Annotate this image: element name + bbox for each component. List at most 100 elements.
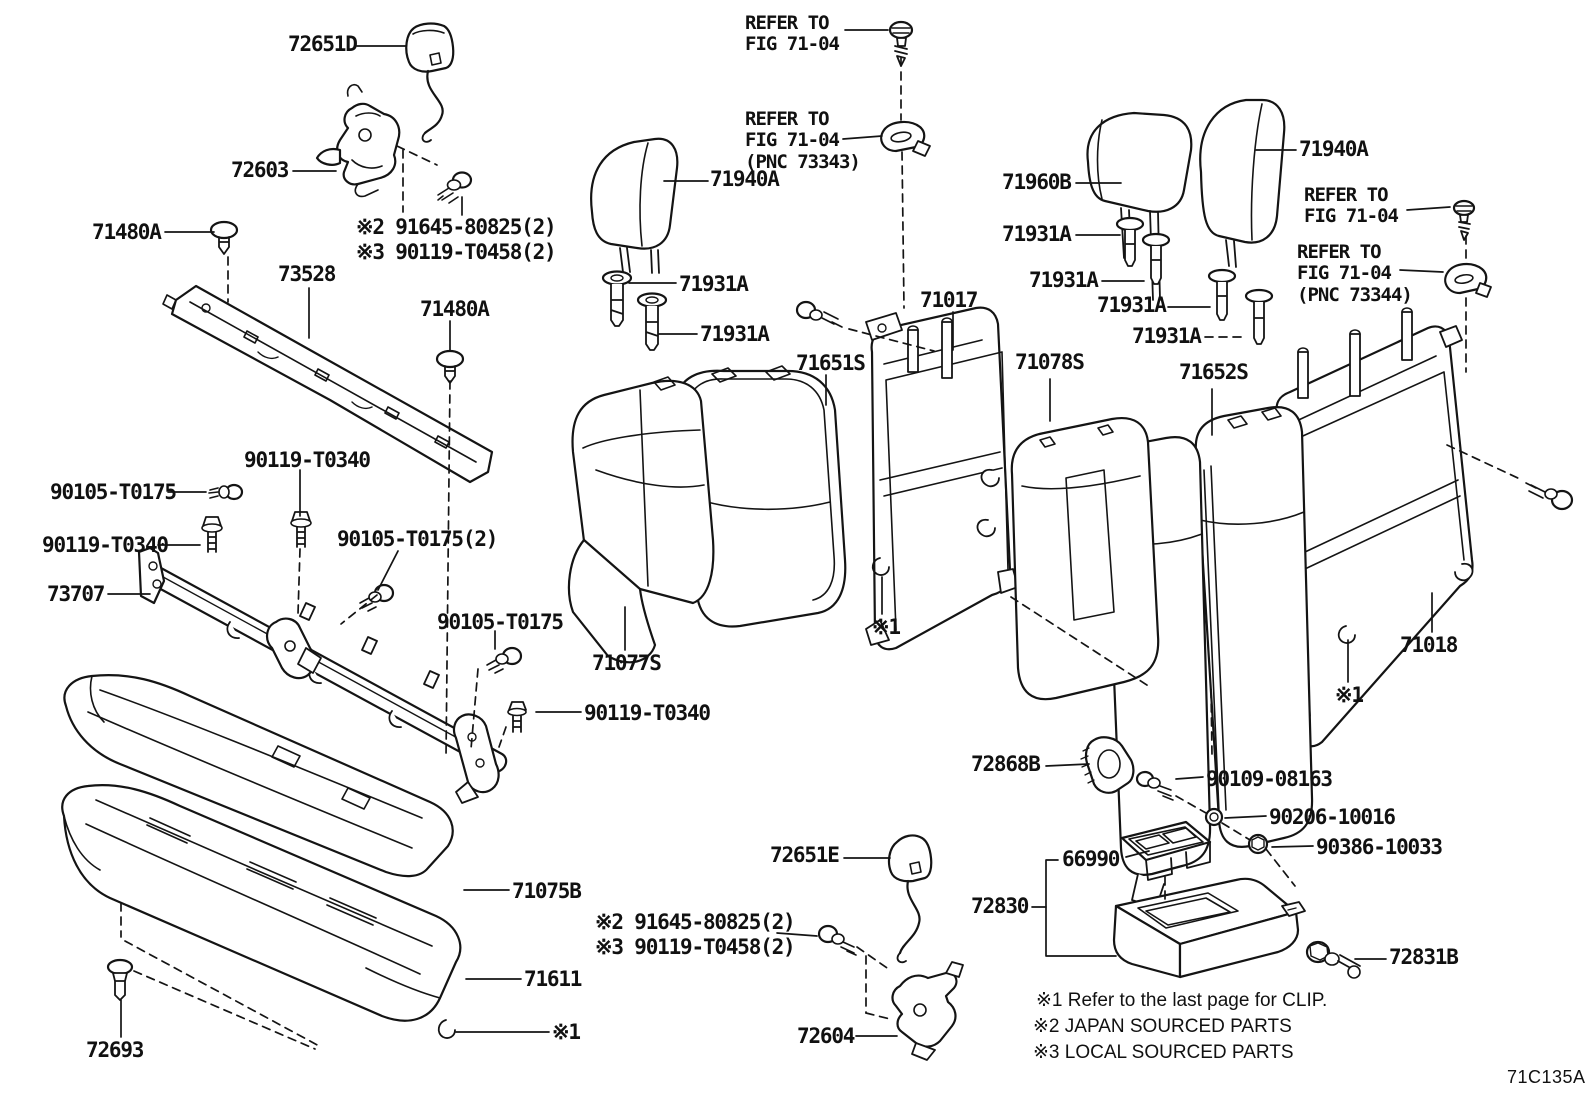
label-71651S: 71651S (796, 351, 866, 375)
label-90119-T0340-3: 90119-T0340 (584, 701, 711, 725)
bolt-note-bottom-drawing (817, 924, 857, 956)
nut-90206-10016-drawing (1204, 807, 1224, 827)
label-72868B: 72868B (971, 752, 1041, 776)
label-71931A-r3: 71931A (1097, 293, 1167, 317)
clip-71480a-left-drawing (209, 220, 239, 255)
legend-3: ※3 LOCAL SOURCED PARTS (1033, 1042, 1294, 1063)
bolt-90119-t0340-2-drawing (201, 516, 223, 553)
sym-1-bl: ※1 (552, 1020, 581, 1044)
part-71077s-seatback-drawing (567, 365, 847, 664)
part-71078s-seatback-drawing (1010, 417, 1160, 701)
leader-line (1175, 776, 1204, 780)
label-71480A-1: 71480A (92, 220, 162, 244)
hook-clip-symbol-c-drawing (871, 557, 890, 576)
dashed-line (1175, 795, 1207, 814)
dashed-line (856, 946, 891, 971)
label-90105-T0175-3: 90105-T0175 (437, 610, 564, 634)
note-top-3: ※3 90119-T0458(2) (356, 240, 557, 264)
part-73528-panel-drawing (162, 284, 494, 484)
dashed-line (396, 145, 438, 166)
label-72651D: 72651D (288, 32, 358, 56)
diagram-code: 71C135A (1507, 1067, 1586, 1087)
screw-top-left-drawing (437, 171, 473, 204)
label-71652S: 71652S (1179, 360, 1249, 384)
hook-clip-symbol-r-drawing (1337, 625, 1356, 644)
dashed-lines-layer (120, 57, 1521, 1050)
note-bot-2: ※2 91645-80825(2) (595, 910, 796, 934)
legend-1: ※1 Refer to the last page for CLIP. (1036, 990, 1328, 1011)
label-71480A-2: 71480A (420, 297, 490, 321)
bolt-90119-t0340-1-drawing (290, 511, 312, 548)
refer-fig-1: REFER TO FIG 71-04 (745, 12, 840, 56)
stud-71931a-r3-drawing (1207, 268, 1237, 321)
sym-1-c: ※1 (872, 615, 901, 639)
label-71931A-c1: 71931A (679, 272, 749, 296)
dashed-line (1210, 689, 1213, 756)
label-71075B: 71075B (512, 879, 582, 903)
label-71960B: 71960B (1002, 170, 1072, 194)
stud-71931a-r4-drawing (1244, 288, 1274, 345)
label-73707: 73707 (47, 582, 105, 606)
label-90119-T0340-1: 90119-T0340 (244, 448, 371, 472)
label-72603: 72603 (231, 158, 289, 182)
part-72651e-cable-clip-drawing (887, 834, 933, 964)
leader-line (1271, 845, 1314, 848)
leader-line (1125, 850, 1150, 858)
dashed-line (1010, 596, 1151, 688)
part-72830-armrest-drawing (1112, 877, 1306, 979)
sym-1-r: ※1 (1335, 683, 1364, 707)
clip-71480a-right-drawing (435, 349, 465, 384)
label-71931A-r4: 71931A (1132, 324, 1202, 348)
bolt-near-71018-drawing (1525, 482, 1574, 511)
part-73707-rail-drawing (137, 546, 508, 804)
label-71931A-c2: 71931A (700, 322, 770, 346)
part-71940a-center-headrest-drawing (590, 137, 679, 274)
leader-lines-layer (107, 29, 1451, 1038)
refer-fig-2: REFER TO FIG 71-04 (PNC 73343) (745, 108, 861, 173)
part-71075b-cushion-drawing (63, 674, 454, 878)
dashed-line (297, 548, 301, 615)
striker-pnc-73344-drawing (1444, 262, 1492, 298)
label-73528: 73528 (278, 262, 336, 286)
leader-line (776, 932, 818, 937)
label-71017: 71017 (920, 288, 978, 312)
bolt-90105-t0175-1-drawing (208, 483, 244, 501)
label-90105-T0175-2: 90105-T0175(2) (337, 527, 498, 551)
clip-72693-drawing (106, 958, 134, 1001)
label-71611: 71611 (524, 967, 582, 991)
dashed-line (470, 668, 479, 750)
dashed-line (445, 380, 451, 758)
part-71960b-headrest-drawing (1086, 111, 1193, 301)
bolt-72831b-drawing (1305, 940, 1361, 979)
label-71078S: 71078S (1015, 350, 1085, 374)
bolt-90119-t0340-3-drawing (507, 701, 527, 733)
dashed-line (901, 151, 905, 309)
label-90105-T0175-1: 90105-T0175 (50, 480, 177, 504)
label-66990: 66990 (1062, 847, 1120, 871)
leader-line (1224, 815, 1267, 819)
legend-2: ※2 JAPAN SOURCED PARTS (1033, 1016, 1292, 1037)
bolt-near-71017-drawing (795, 300, 843, 328)
part-71017-frame-drawing (865, 306, 1019, 651)
dashed-line (1446, 444, 1521, 480)
label-72831B: 72831B (1389, 945, 1459, 969)
stud-71931a-r2-drawing (1141, 232, 1171, 285)
leader-line (1406, 206, 1451, 211)
label-71940A-c: 71940A (710, 167, 780, 191)
dashed-line (124, 940, 322, 1048)
screw-refer-fig-right-drawing (1452, 199, 1476, 241)
nut-90386-10033-drawing (1247, 833, 1269, 855)
leader-line (1045, 763, 1090, 767)
dashed-line (498, 726, 507, 748)
leader-line (1399, 269, 1444, 273)
dashed-line (865, 1012, 891, 1020)
part-71940a-right-headrest-drawing (1199, 98, 1286, 268)
dashed-line (1265, 848, 1296, 887)
label-bracket-line (1045, 859, 1117, 957)
part-71611-pad-drawing (61, 784, 462, 1022)
hook-clip-symbol-bl-drawing (437, 1019, 456, 1039)
part-72604-bracket-drawing (891, 961, 964, 1061)
dashed-line (1221, 822, 1251, 841)
label-71018: 71018 (1400, 633, 1458, 657)
